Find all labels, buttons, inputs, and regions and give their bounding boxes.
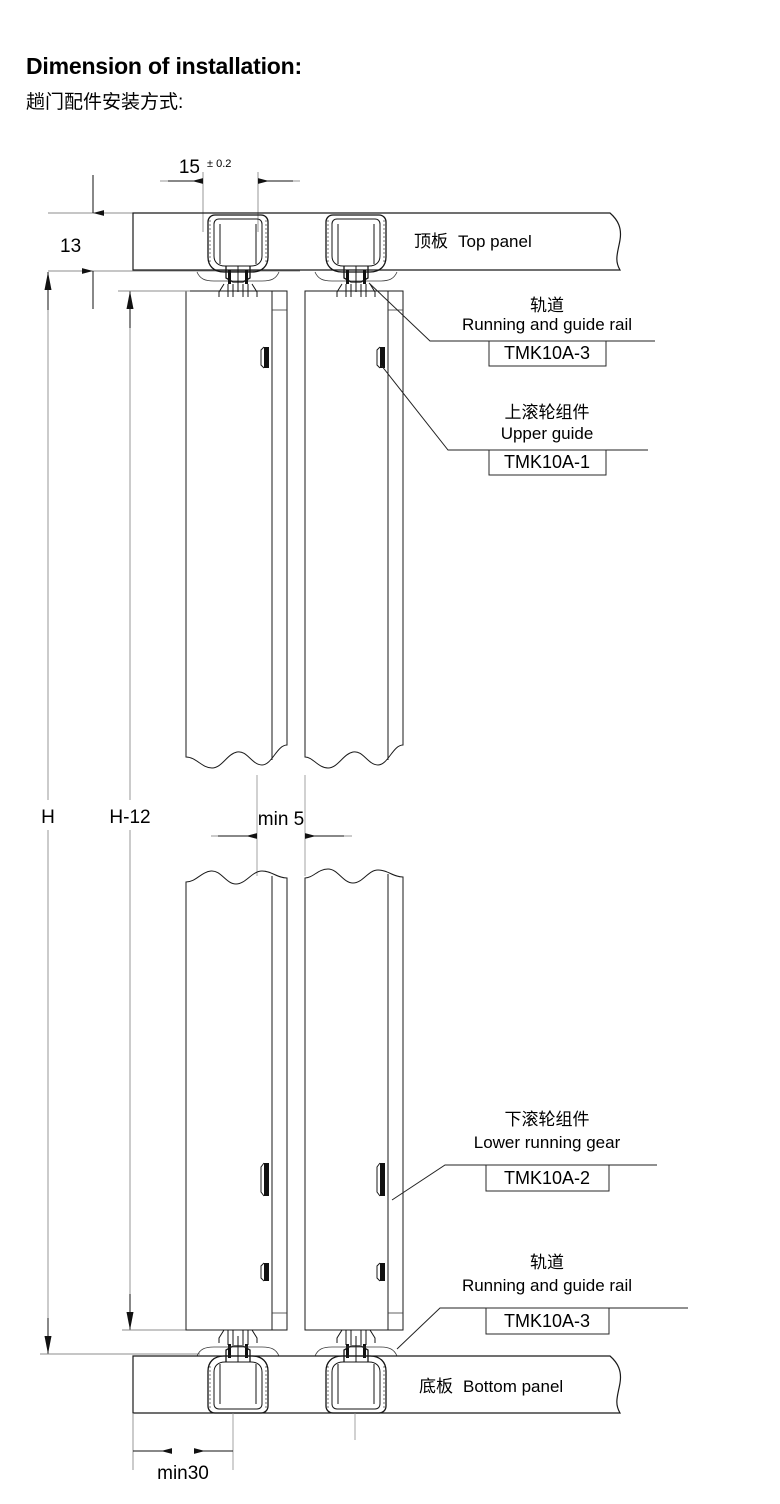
top-panel-label-zh: 顶板 (414, 232, 448, 251)
callout-rail-bottom-code: TMK10A-3 (504, 1311, 590, 1331)
callout-rail-bottom-en: Running and guide rail (462, 1276, 632, 1295)
callout-rail-bottom-zh: 轨道 (530, 1253, 564, 1272)
callout-rail-top-zh: 轨道 (530, 296, 564, 315)
callout-rail-top: 轨道 Running and guide rail TMK10A-3 (368, 282, 655, 367)
dim-H12-value: H-12 (109, 807, 150, 828)
callout-lower-gear-en: Lower running gear (474, 1133, 621, 1152)
dimension-height-panel: H-12 (109, 290, 210, 1331)
bottom-panel-label-zh: 底板 (419, 1377, 453, 1396)
dim-13-value: 13 (60, 236, 81, 257)
bottom-rail-assembly-right (314, 1329, 398, 1414)
callout-upper-guide: 上滚轮组件 Upper guide TMK10A-1 (380, 364, 648, 476)
callout-rail-top-code: TMK10A-3 (504, 343, 590, 363)
callout-lower-gear-zh: 下滚轮组件 (505, 1110, 590, 1129)
door-panel-lower-right (304, 868, 404, 1331)
top-panel: 顶板 Top panel (132, 212, 622, 271)
dim-15-value: 15 (179, 157, 200, 178)
dimension-panel-overlap: min 5 (211, 775, 352, 876)
bottom-panel-label-en: Bottom panel (463, 1377, 563, 1396)
callout-lower-gear-code: TMK10A-2 (504, 1168, 590, 1188)
dim-15-tolerance: ± 0.2 (207, 158, 231, 170)
dim-H-value: H (41, 807, 55, 828)
door-panel-lower-left (185, 870, 288, 1331)
page-title: Dimension of installation: (26, 53, 302, 79)
dim-min5-value: min 5 (258, 809, 304, 830)
page-subtitle: 趟门配件安装方式: (26, 92, 184, 113)
callout-rail-top-en: Running and guide rail (462, 315, 632, 334)
callout-upper-guide-code: TMK10A-1 (504, 452, 590, 472)
top-panel-label-en: Top panel (458, 232, 532, 251)
dimension-bottom-edge: min30 (132, 1413, 356, 1484)
dim-min30-value: min30 (157, 1463, 209, 1484)
callout-upper-guide-zh: 上滚轮组件 (505, 403, 590, 422)
top-rail-assembly-right (314, 214, 398, 297)
callout-upper-guide-en: Upper guide (501, 424, 594, 443)
door-panel-upper-left (185, 290, 288, 769)
top-rail-assembly-left (196, 214, 280, 297)
dimension-top-offset: 15 ± 0.2 (160, 157, 300, 232)
dimension-height-total: H (40, 272, 200, 1355)
callout-lower-gear: 下滚轮组件 Lower running gear TMK10A-2 (391, 1110, 657, 1201)
callout-rail-bottom: 轨道 Running and guide rail TMK10A-3 (396, 1253, 688, 1350)
bottom-rail-assembly-left (196, 1329, 280, 1414)
bottom-panel: 底板 Bottom panel (132, 1355, 622, 1414)
door-panel-upper-right (304, 290, 404, 769)
